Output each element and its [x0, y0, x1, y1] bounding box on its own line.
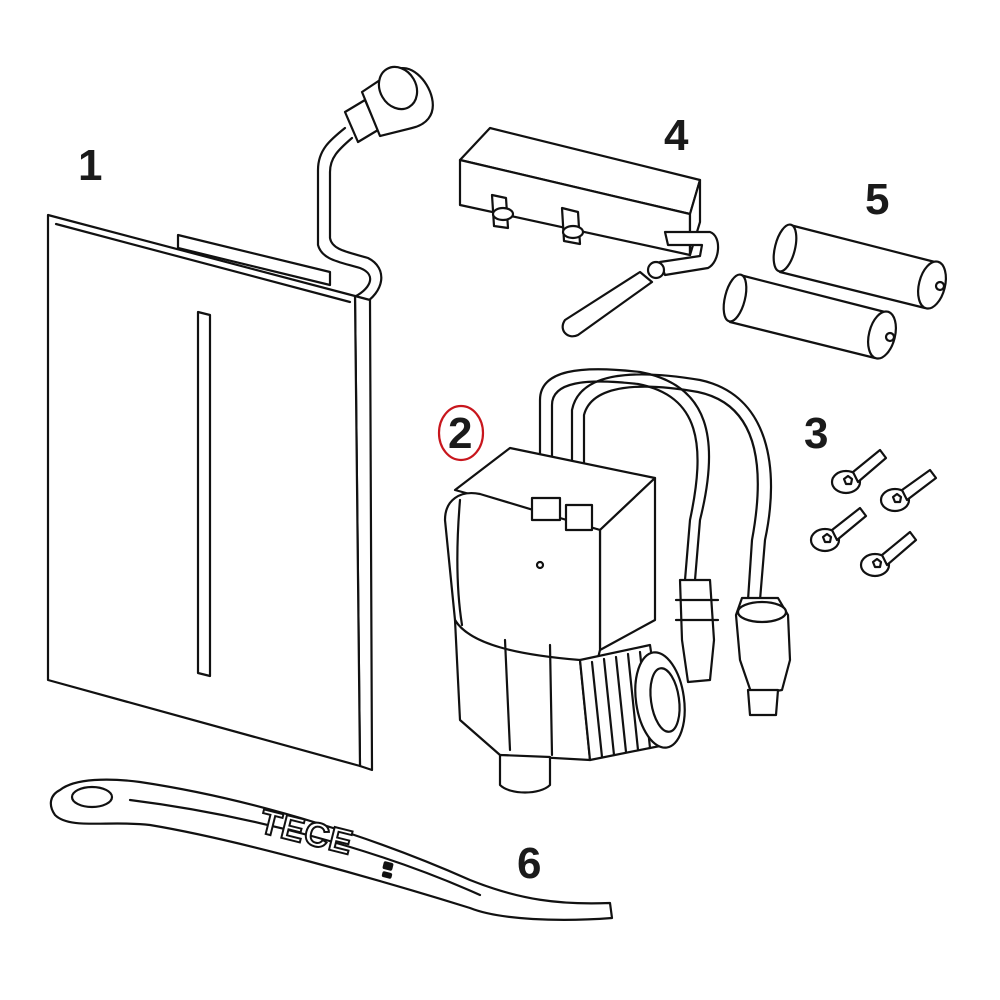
plate-connector	[343, 65, 434, 144]
screw	[809, 506, 868, 553]
valve-connector-large	[734, 596, 792, 697]
valve-cable-b-inner	[582, 385, 759, 602]
tool-logo-mark	[382, 861, 394, 871]
screws	[809, 448, 938, 578]
callout-5: 5	[865, 175, 890, 224]
valve-thread-lines	[590, 650, 652, 759]
screw	[879, 468, 938, 513]
screw	[859, 530, 918, 578]
valve-body-edge	[456, 498, 464, 627]
battery	[772, 223, 947, 310]
tool-body	[49, 778, 614, 921]
connector-bands	[674, 598, 720, 622]
valve-cable-fitting-a	[530, 496, 562, 522]
tool-logo-mark	[381, 871, 393, 879]
valve-cable-b	[570, 373, 773, 602]
batteries	[722, 223, 947, 360]
control-box	[458, 126, 720, 338]
battery	[722, 273, 897, 360]
screw	[830, 448, 888, 495]
callout-1: 1	[78, 141, 103, 190]
valve-outlet	[498, 753, 552, 794]
solenoid-valve	[443, 368, 792, 794]
plate-bevel	[54, 222, 352, 304]
valve-connector-small	[678, 578, 716, 684]
tool-hole	[70, 785, 114, 809]
plate-cable-inner	[328, 136, 383, 307]
valve-ribs	[503, 638, 554, 757]
box-cable	[658, 230, 720, 277]
callout-6: 6	[517, 839, 542, 888]
plate-back-mount	[176, 233, 332, 287]
highlight-ring	[437, 404, 485, 462]
callout-2: 2	[448, 409, 473, 458]
tool-groove	[128, 798, 482, 897]
callout-3: 3	[804, 409, 829, 458]
callout-4: 4	[664, 111, 689, 160]
valve-cable-fitting-b	[564, 503, 594, 532]
plate-sensor-slot	[196, 310, 212, 678]
box-sensor-lead	[561, 270, 654, 338]
actuator-plate	[46, 65, 434, 772]
